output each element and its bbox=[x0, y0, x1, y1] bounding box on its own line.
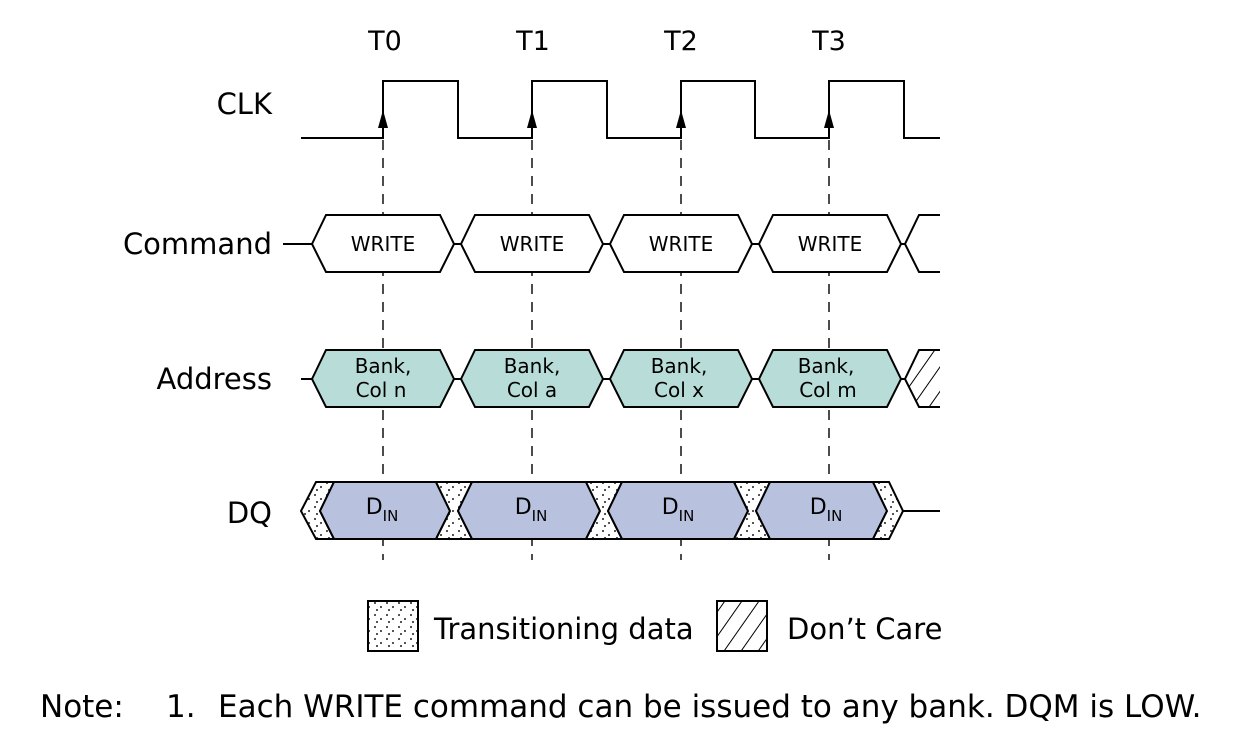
legend-transitioning-label: Transitioning data bbox=[433, 612, 694, 646]
legend-transitioning-swatch bbox=[367, 600, 419, 652]
cycle-label-t2: T2 bbox=[663, 26, 698, 57]
command-label-1: WRITE bbox=[351, 232, 415, 256]
command-label-2: WRITE bbox=[500, 232, 564, 256]
dq-label-1: DIN bbox=[366, 495, 399, 525]
note-number: 1. bbox=[166, 689, 196, 725]
address-line1-1: Bank, bbox=[355, 354, 412, 378]
signal-label-command: Command bbox=[123, 227, 272, 261]
note-label: Note: bbox=[40, 689, 124, 725]
dq-label-4: DIN bbox=[810, 495, 843, 525]
command-labels: WRITE WRITE WRITE WRITE bbox=[351, 232, 862, 256]
signal-label-clk: CLK bbox=[217, 87, 273, 121]
address-line2-2: Col a bbox=[507, 378, 557, 402]
command-tail bbox=[903, 214, 940, 273]
signal-label-dq: DQ bbox=[227, 496, 272, 530]
legend-dont-care-swatch bbox=[716, 600, 768, 652]
address-dont-care-tail bbox=[905, 350, 940, 407]
dq-bus bbox=[299, 481, 940, 540]
dq-label-2: DIN bbox=[515, 495, 548, 525]
command-bus bbox=[283, 214, 940, 273]
address-line1-2: Bank, bbox=[504, 354, 561, 378]
note-text: Each WRITE command can be issued to any … bbox=[218, 689, 1202, 725]
address-line1-4: Bank, bbox=[798, 354, 855, 378]
clk-edge-arrows bbox=[378, 110, 834, 128]
address-bus bbox=[301, 349, 940, 408]
clk-rising-edge-arrow-t0 bbox=[378, 110, 388, 128]
clk-rising-edge-arrow-t1 bbox=[527, 110, 537, 128]
legend: Transitioning data Don’t Care bbox=[367, 600, 942, 652]
command-label-3: WRITE bbox=[649, 232, 713, 256]
cycle-labels: T0 T1 T2 T3 bbox=[367, 26, 846, 57]
cycle-label-t1: T1 bbox=[515, 26, 550, 57]
address-line2-3: Col x bbox=[654, 378, 704, 402]
cycle-label-t0: T0 bbox=[367, 26, 402, 57]
signal-label-address: Address bbox=[157, 362, 273, 396]
clk-signal-line bbox=[301, 80, 940, 139]
cycle-label-t3: T3 bbox=[811, 26, 846, 57]
note: Note: 1. Each WRITE command can be issue… bbox=[40, 689, 1202, 725]
clk-rising-edge-arrow-t2 bbox=[676, 110, 686, 128]
address-line2-1: Col n bbox=[356, 378, 407, 402]
clk-waveform bbox=[301, 80, 940, 139]
address-labels: Bank, Col n Bank, Col a Bank, Col x Bank… bbox=[355, 354, 857, 402]
address-tail-outline bbox=[903, 349, 940, 408]
legend-dont-care-label: Don’t Care bbox=[787, 612, 942, 646]
dq-label-3: DIN bbox=[662, 495, 695, 525]
dq-labels: DIN DIN DIN DIN bbox=[366, 495, 843, 525]
address-line2-4: Col m bbox=[799, 378, 857, 402]
command-label-4: WRITE bbox=[798, 232, 862, 256]
clk-rising-edge-arrow-t3 bbox=[824, 110, 834, 128]
address-line1-3: Bank, bbox=[651, 354, 708, 378]
